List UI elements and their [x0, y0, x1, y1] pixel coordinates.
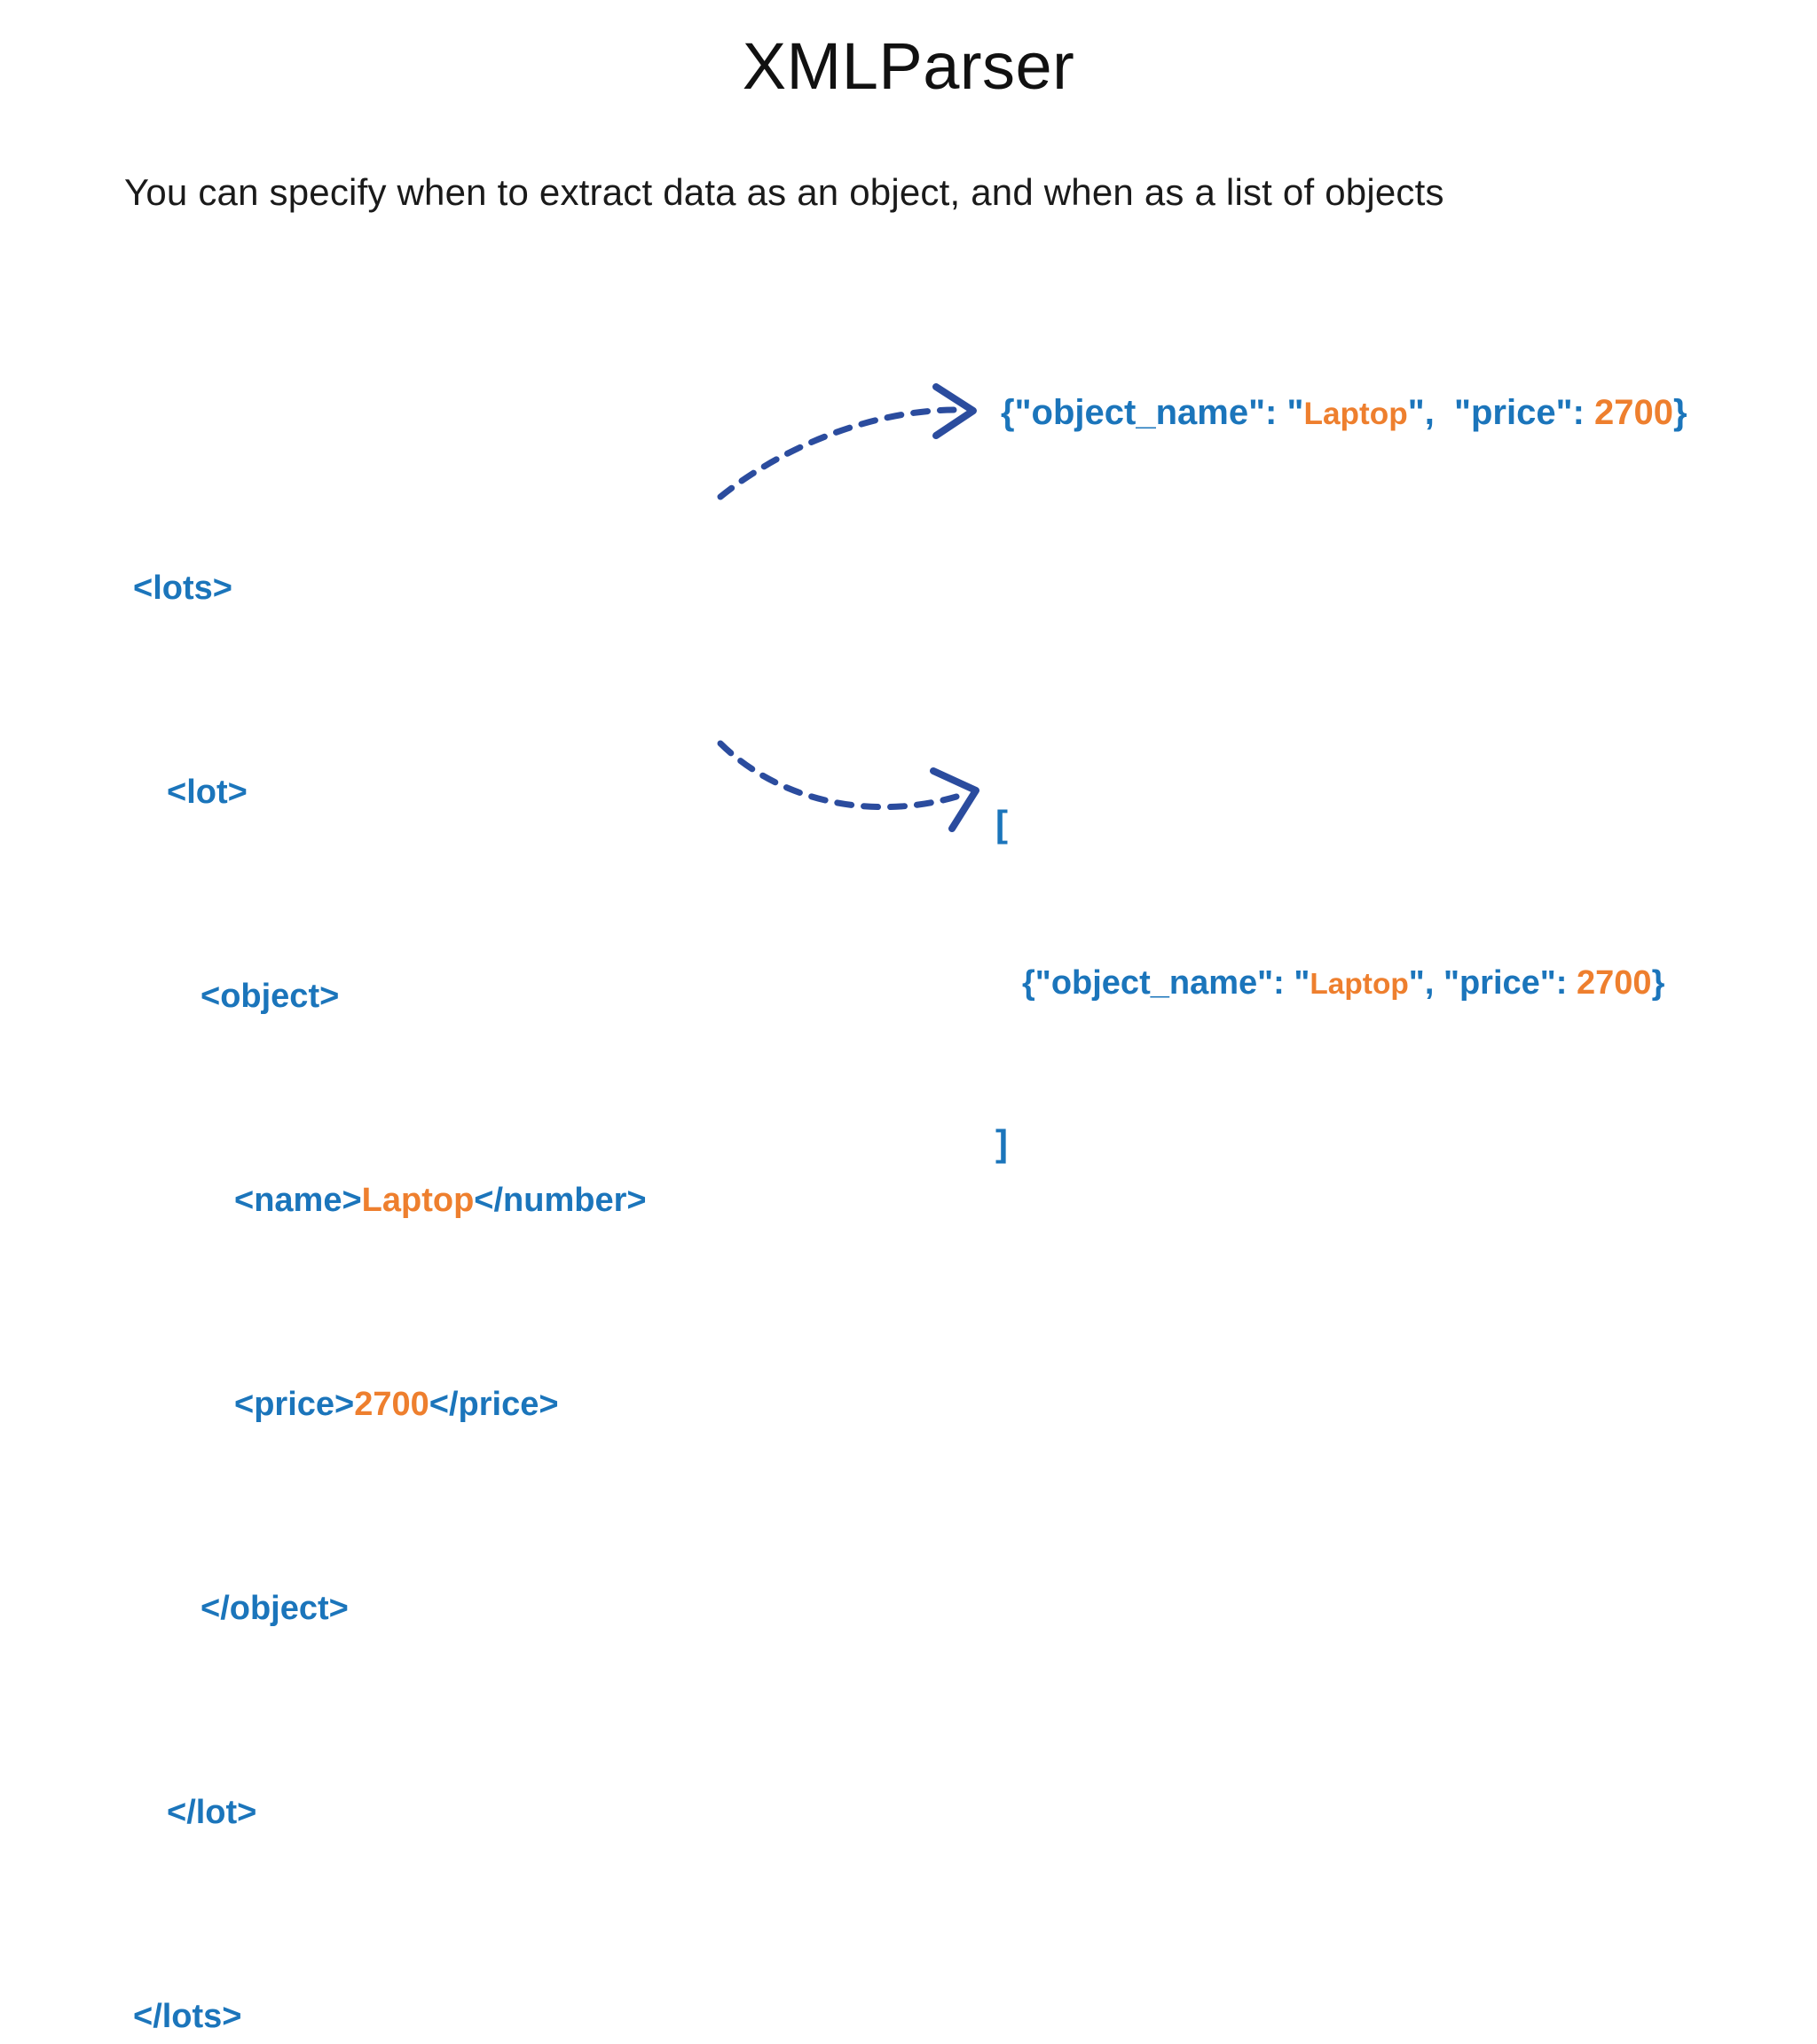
page-title: XMLParser: [742, 29, 1075, 103]
xml-tag: </price>: [429, 1385, 559, 1423]
xml-line: <lot>: [133, 767, 647, 819]
xml-value: Laptop: [361, 1181, 475, 1219]
json-close-brace: }: [1672, 393, 1687, 432]
xml-line: </lot>: [133, 1788, 647, 1839]
json-value-object-name: Laptop: [1303, 397, 1408, 431]
json-quote-close: ": [1408, 964, 1425, 1002]
json-list-item: {"object_name": "Laptop", "price": 2700}: [995, 956, 1664, 1011]
json-close-bracket: ]: [995, 1122, 1008, 1164]
xml-line: </lots>: [133, 1992, 647, 2043]
json-key-price: "price":: [1443, 964, 1577, 1002]
xml-line: <lots>: [133, 563, 647, 615]
xml-tag: </lots>: [133, 1997, 242, 2035]
json-list-output: [ {"object_name": "Laptop", "price": 270…: [995, 692, 1664, 1240]
json-open-bracket-line: [: [995, 798, 1664, 850]
json-key-object-name: "object_name":: [1014, 393, 1287, 432]
json-open-brace: {: [1022, 964, 1035, 1002]
arrow-to-object-output: [717, 383, 977, 500]
json-separator: ,: [1424, 393, 1455, 432]
xml-tag: </lot>: [167, 1793, 257, 1831]
xml-line: <object>: [133, 971, 647, 1023]
json-quote-close: ": [1407, 393, 1425, 432]
json-open-brace: {: [1001, 393, 1015, 432]
slide-subtitle: You can specify when to extract data as …: [124, 171, 1444, 213]
xml-tag: </object>: [201, 1589, 349, 1627]
json-close-bracket-line: ]: [995, 1118, 1664, 1169]
xml-tag: <lots>: [133, 569, 232, 607]
xml-value: 2700: [354, 1385, 429, 1423]
xml-tag: <object>: [201, 977, 340, 1015]
arrow-to-list-output: [717, 740, 979, 832]
xml-tag: <name>: [234, 1181, 362, 1219]
xml-tag: <price>: [234, 1385, 355, 1423]
xml-tag: <lot>: [167, 773, 248, 811]
json-key-object-name: "object_name":: [1034, 964, 1294, 1002]
json-close-brace: }: [1651, 964, 1665, 1002]
json-object-output: {"object_name": "Laptop", "price": 2700}: [1001, 395, 1687, 430]
json-quote-open: ": [1286, 393, 1304, 432]
xml-line: <price>2700</price>: [133, 1380, 647, 1431]
xml-line: <name>Laptop</number>: [133, 1175, 647, 1227]
json-key-price: "price":: [1454, 393, 1594, 432]
xml-line: </object>: [133, 1584, 647, 1635]
xml-tag: </number>: [474, 1181, 647, 1219]
json-separator: ,: [1424, 964, 1443, 1002]
xml-code-block: <lots> <lot> <object> <name>Laptop</numb…: [133, 410, 647, 2044]
json-value-object-name: Laptop: [1310, 968, 1409, 1001]
json-open-bracket: [: [995, 803, 1008, 845]
json-quote-open: ": [1294, 964, 1310, 1002]
json-value-price: 2700: [1577, 964, 1652, 1002]
json-value-price: 2700: [1594, 393, 1673, 432]
